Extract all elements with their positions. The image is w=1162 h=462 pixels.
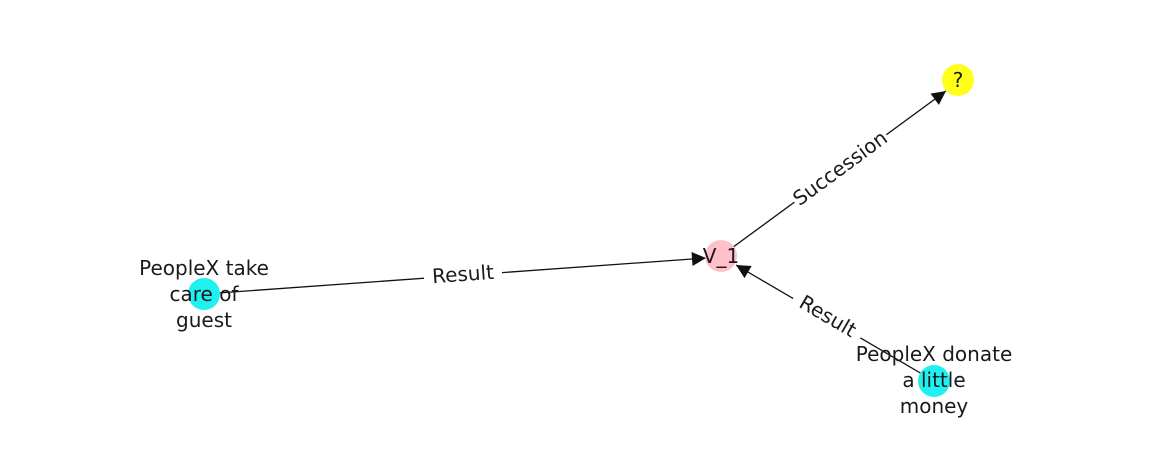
node-v1: V_1 bbox=[703, 240, 739, 272]
node-care-label-line: PeopleX take bbox=[139, 256, 269, 280]
edge-label-text: Succession bbox=[788, 125, 892, 210]
node-care-circle bbox=[188, 278, 220, 310]
node-donate-label-line: PeopleX donate bbox=[856, 342, 1013, 366]
node-care-label-line: care of bbox=[170, 282, 240, 306]
node-v1-label: V_1 bbox=[703, 244, 739, 268]
edge-label-text: Result bbox=[795, 290, 861, 342]
node-donate-circle bbox=[918, 365, 950, 397]
node-donate-label-line: a little bbox=[902, 368, 965, 392]
node-question: ? bbox=[942, 64, 974, 96]
node-v1-circle bbox=[705, 240, 737, 272]
edge-label-text: Result bbox=[431, 260, 495, 288]
edge-label-v1-to-question: Succession bbox=[785, 122, 895, 214]
node-care-label-line: guest bbox=[176, 308, 232, 332]
edge-label-care-to-v1: Result bbox=[424, 259, 502, 289]
node-question-label: ? bbox=[953, 68, 964, 92]
edge-label-donate-to-v1: Result bbox=[786, 283, 870, 349]
node-question-circle bbox=[942, 64, 974, 96]
node-care: PeopleX take care of guest bbox=[139, 256, 269, 332]
node-donate: PeopleX donate a little money bbox=[856, 342, 1013, 418]
node-donate-label-line: money bbox=[900, 394, 969, 418]
